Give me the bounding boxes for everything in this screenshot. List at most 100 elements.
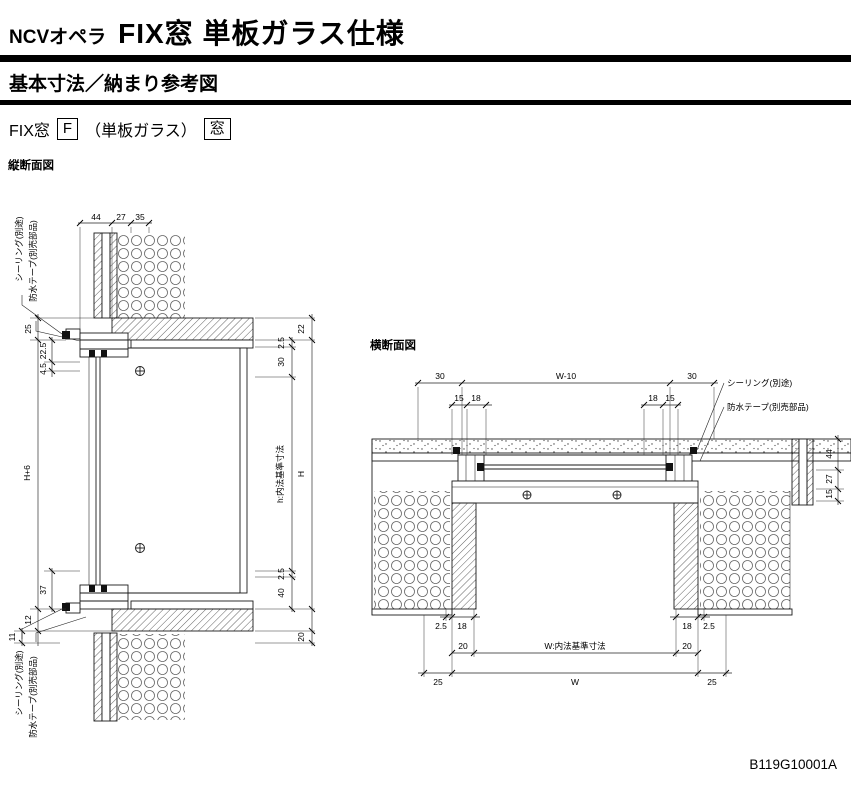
subtitle: 基本寸法／納まり参考図	[9, 74, 219, 95]
hs-dim-w: W	[571, 677, 579, 687]
vs-gasket	[89, 350, 95, 357]
hs-dim-18-bottom-right: 18	[682, 621, 692, 631]
vs-dim-4-5: 4.5	[38, 363, 48, 375]
horizontal-section: 横断面図	[370, 338, 851, 687]
vs-sill-trim-board	[130, 600, 254, 610]
hs-insulation-left	[374, 491, 450, 609]
hs-wall-return-board	[791, 438, 800, 506]
hs-callouts: シーリング(別途) 防水テープ(別売部品)	[696, 378, 809, 462]
hs-jamb-furring-right	[673, 502, 699, 610]
vs-dim-11: 11	[7, 632, 17, 641]
hs-interior-face-left	[371, 608, 453, 616]
vertical-section: 縦断面図	[7, 158, 316, 738]
hs-dim-15-right: 15	[665, 393, 675, 403]
hs-exterior-sheathing	[371, 438, 851, 454]
hs-dim-2-5-bottom-left: 2.5	[435, 621, 447, 631]
title-line: NCVオペラ FIX窓 単板ガラス仕様	[9, 12, 851, 52]
vs-dimensions: 44 27 35 25 22.5 4.5 H+6 37 12 11 22 2.5…	[7, 212, 316, 647]
hs-dim-wall-15: 15	[824, 489, 834, 499]
vs-dim-2-5-bottom: 2.5	[276, 568, 286, 580]
header: NCVオペラ FIX窓 単板ガラス仕様 基本寸法／納まり参考図 FIX窓 F （…	[0, 12, 851, 141]
vs-callout-tape-top: 防水テープ(別売部品)	[28, 220, 38, 302]
vs-dim-20: 20	[296, 632, 306, 642]
vs-wall-board	[109, 632, 118, 722]
vs-wall-board	[101, 232, 111, 319]
hs-dim-25-left: 25	[433, 677, 443, 687]
brand-text: NCVオペラ	[9, 27, 107, 48]
vs-interior-trim	[239, 347, 248, 594]
title-rule	[0, 55, 851, 62]
hs-interior-casing	[451, 480, 699, 504]
vs-callouts: シーリング(別途) 防水テープ(別売部品) シーリング(別途) 防水テープ(別売…	[14, 216, 87, 738]
hs-structure	[371, 438, 851, 616]
technical-drawing: 縦断面図	[7, 158, 851, 738]
vs-dim-35: 35	[135, 212, 145, 222]
vs-dim-40: 40	[276, 588, 286, 598]
hs-screw-icon	[522, 490, 532, 500]
vs-dim-h-plus-6: H+6	[22, 465, 32, 481]
vs-sealing-top-mark	[62, 331, 70, 339]
hs-dim-18-right: 18	[648, 393, 658, 403]
hs-wall-board-left	[371, 452, 459, 462]
hs-dim-inner-width: W:内法基準寸法	[544, 641, 605, 651]
vs-gasket	[101, 585, 107, 592]
vs-dim-27: 27	[116, 212, 126, 222]
vs-dim-37: 37	[38, 585, 48, 595]
hs-dim-wall-44: 44	[824, 449, 834, 459]
hs-insulation-right	[700, 491, 790, 609]
hs-gasket	[666, 463, 673, 471]
vs-dim-30: 30	[276, 357, 286, 367]
vs-dim-44: 44	[91, 212, 101, 222]
vs-structure	[62, 232, 254, 722]
hs-jamb-furring-left	[451, 502, 477, 610]
page: NCVオペラ FIX窓 単板ガラス仕様 基本寸法／納まり参考図 FIX窓 F （…	[0, 12, 851, 772]
hs-dim-20-left: 20	[458, 641, 468, 651]
spec-prefix: FIX窓	[9, 123, 50, 140]
hs-dim-30-left: 30	[435, 371, 445, 381]
vs-header-framing	[111, 317, 254, 341]
page-title: FIX窓 単板ガラス仕様	[118, 18, 405, 49]
vs-insulation-bottom	[117, 634, 185, 720]
vs-screw-icon	[135, 543, 145, 553]
hs-sealing-mark-right	[690, 447, 697, 454]
hs-dim-20-right: 20	[682, 641, 692, 651]
vs-wall-board	[101, 632, 111, 722]
vs-dim-22: 22	[296, 324, 306, 334]
doc-number: B119G10001A	[749, 757, 837, 772]
hs-wall-return-board	[798, 438, 808, 506]
hs-dim-25-right: 25	[707, 677, 717, 687]
vs-dim-22-5: 22.5	[38, 342, 48, 359]
vs-sill-framing	[111, 608, 254, 632]
vertical-section-title: 縦断面図	[8, 158, 54, 172]
vs-sealing-bottom-mark	[62, 603, 70, 611]
vs-dim-inner-height: h:内法基準寸法	[275, 445, 285, 503]
hs-dim-30-right: 30	[687, 371, 697, 381]
vs-gasket	[89, 585, 95, 592]
hs-dim-wall-27: 27	[824, 474, 834, 484]
hs-dim-w-minus-10: W-10	[556, 371, 576, 381]
spec-glass-note: （単板ガラス）	[85, 123, 197, 140]
hs-dim-18-left: 18	[471, 393, 481, 403]
spec-code-f-box: F	[56, 117, 79, 141]
hs-dim-18-bottom-left: 18	[457, 621, 467, 631]
vs-screw-icon	[135, 366, 145, 376]
hs-callout-tape: 防水テープ(別売部品)	[727, 402, 809, 412]
vs-wall-board	[93, 632, 103, 722]
hs-screw-icon	[612, 490, 622, 500]
subtitle-rule	[0, 100, 851, 105]
hs-interior-face-right	[697, 608, 793, 616]
vs-dim-25: 25	[23, 324, 33, 334]
hs-dimensions: 30 W-10 30 15 18 18 15 44 27 15 2.5 18 1…	[414, 371, 844, 687]
hs-dim-15-left: 15	[454, 393, 464, 403]
vs-wall-board	[109, 232, 118, 319]
hs-callout-sealing: シーリング(別途)	[727, 378, 792, 388]
vs-dim-12: 12	[23, 615, 33, 625]
hs-dim-2-5-bottom-right: 2.5	[703, 621, 715, 631]
vs-callout-tape-bottom: 防水テープ(別売部品)	[28, 656, 38, 738]
vs-head-trim-board	[130, 339, 254, 349]
vs-gasket	[101, 350, 107, 357]
horizontal-section-title: 横断面図	[370, 338, 416, 352]
vs-dim-h: H	[296, 471, 306, 477]
vs-wall-board	[93, 232, 103, 319]
hs-sealing-mark-left	[453, 447, 460, 454]
